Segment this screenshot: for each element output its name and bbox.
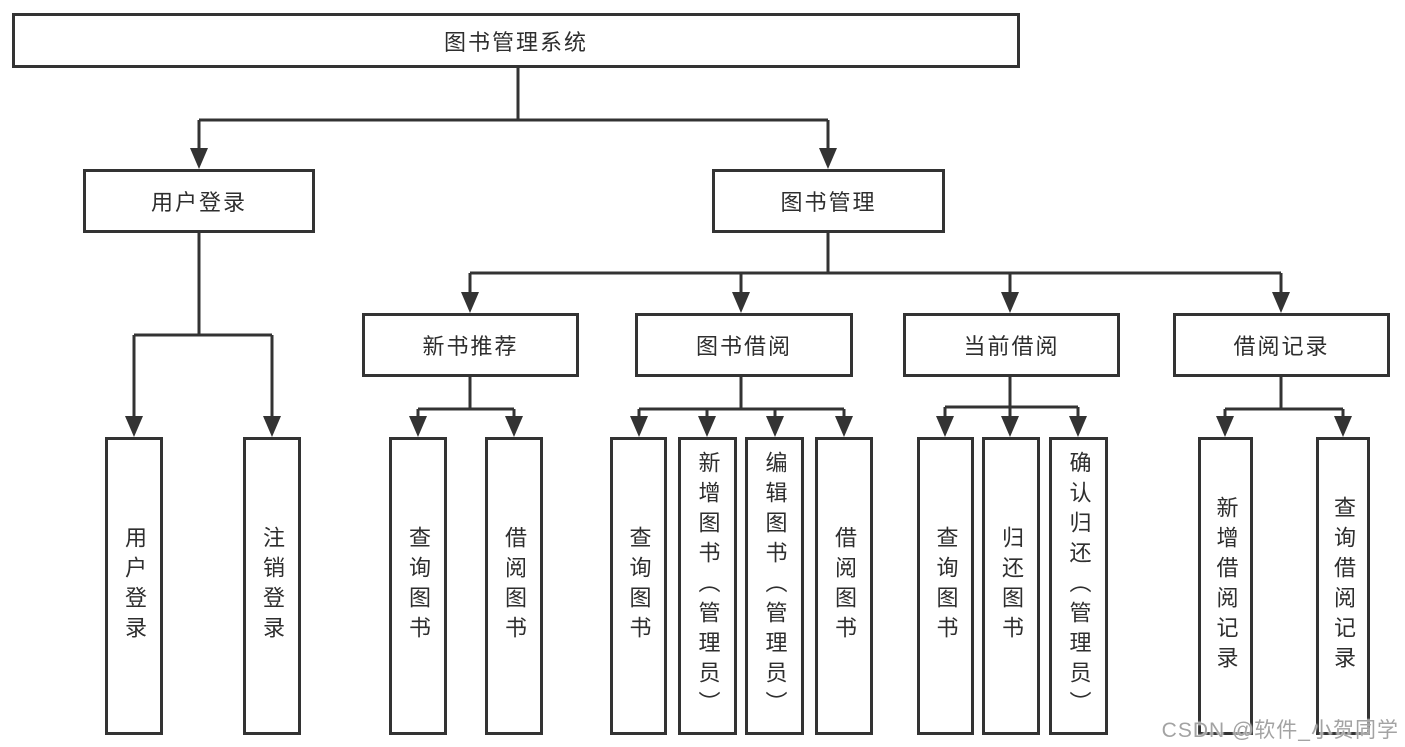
node-label: 新书推荐 xyxy=(422,334,519,359)
leaf-borrowing-edit-books-admin: 编辑图书（管理员） xyxy=(745,437,804,735)
node-label: 借阅记录 xyxy=(1233,334,1330,359)
node-label: 当前借阅 xyxy=(963,334,1060,359)
leaf-label: 注销登录 xyxy=(260,526,285,646)
leaf-current-return-books: 归还图书 xyxy=(982,437,1040,735)
leaf-label: 用户登录 xyxy=(122,526,147,646)
node-system-root: 图书管理系统 xyxy=(12,13,1020,68)
leaf-label: 新增借阅记录 xyxy=(1213,496,1239,676)
node-user-login: 用户登录 xyxy=(83,169,315,233)
leaf-label: 查询图书 xyxy=(626,526,652,646)
leaf-label: 借阅图书 xyxy=(502,526,527,646)
leaf-current-query-books: 查询图书 xyxy=(917,437,974,735)
node-label: 图书管理 xyxy=(780,190,877,215)
leaf-records-query-borrow-record: 查询借阅记录 xyxy=(1316,437,1370,735)
node-new-book-recommendation: 新书推荐 xyxy=(362,313,579,377)
node-label: 图书借阅 xyxy=(695,334,792,359)
leaf-borrowing-add-books-admin: 新增图书（管理员） xyxy=(678,437,737,735)
leaf-borrowing-borrow-books: 借阅图书 xyxy=(815,437,873,735)
node-book-management: 图书管理 xyxy=(712,169,945,233)
leaf-label: 归还图书 xyxy=(999,526,1024,646)
csdn-watermark: CSDN @软件_小贺同学 xyxy=(1161,719,1399,742)
leaf-newbook-borrow-books: 借阅图书 xyxy=(485,437,543,735)
leaf-label: 查询图书 xyxy=(406,526,431,646)
leaf-logout: 注销登录 xyxy=(243,437,301,735)
node-current-borrowing: 当前借阅 xyxy=(903,313,1120,377)
leaf-label: 编辑图书（管理员） xyxy=(762,451,788,721)
leaf-label: 确认归还（管理员） xyxy=(1066,451,1092,721)
node-book-borrowing: 图书借阅 xyxy=(635,313,853,377)
leaf-label: 借阅图书 xyxy=(832,526,857,646)
leaf-label: 新增图书（管理员） xyxy=(695,451,721,721)
leaf-records-add-borrow-record: 新增借阅记录 xyxy=(1198,437,1253,735)
node-label: 图书管理系统 xyxy=(443,29,588,55)
node-label: 用户登录 xyxy=(150,190,247,215)
leaf-current-confirm-return-admin: 确认归还（管理员） xyxy=(1049,437,1108,735)
leaf-label: 查询借阅记录 xyxy=(1331,496,1356,676)
leaf-label: 查询图书 xyxy=(933,526,959,646)
leaf-borrowing-query-books: 查询图书 xyxy=(610,437,667,735)
leaf-user-login: 用户登录 xyxy=(105,437,163,735)
leaf-newbook-query-books: 查询图书 xyxy=(389,437,447,735)
node-borrowing-records: 借阅记录 xyxy=(1173,313,1390,377)
